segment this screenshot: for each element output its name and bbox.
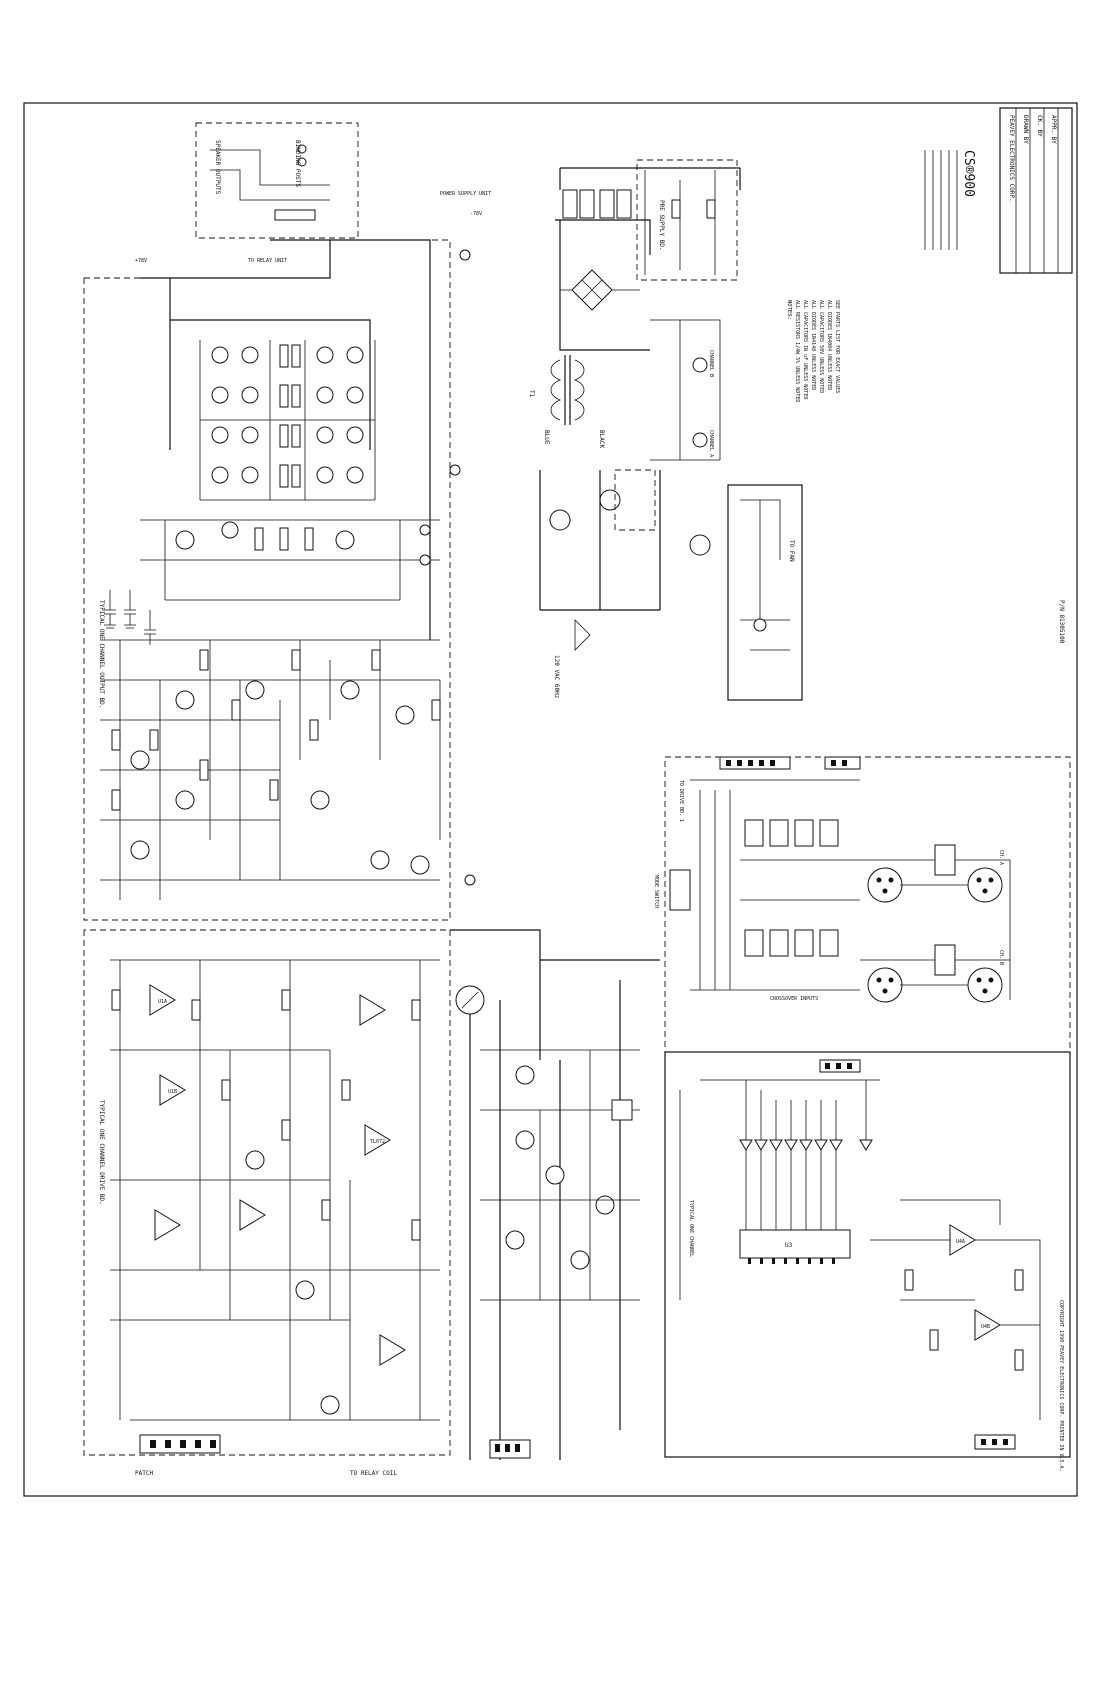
display-board-box	[664, 1051, 1071, 1458]
drive-transistors	[245, 1150, 340, 1415]
display-resistors	[904, 1269, 1024, 1371]
relay-coil-label: TO RELAY COIL	[350, 1470, 397, 1477]
notes-line: ALL DIODES 1N4148 UNLESS NOTED	[810, 300, 816, 390]
model-name: CS®900	[961, 150, 976, 197]
display-driver-transistors	[505, 1065, 615, 1270]
black-wire-label: BLACK	[598, 430, 605, 448]
checked-label: CK. BY	[1036, 115, 1043, 137]
transformer-label: T1	[528, 390, 535, 398]
mains-section	[549, 489, 711, 556]
xlr-connector-a	[867, 867, 903, 903]
notes-heading: NOTES:	[786, 300, 792, 320]
bias-transistor	[221, 521, 239, 539]
led-meter-array	[739, 1139, 873, 1151]
bridge-rectifier	[571, 269, 613, 311]
filter-capacitors	[562, 189, 632, 219]
xlr-connector-b	[867, 967, 903, 1003]
resistor-bank	[111, 649, 441, 811]
binding-posts-label: BINDING POSTS	[294, 140, 301, 187]
plus-rail-label: +78V	[135, 258, 147, 264]
driver-transistor	[335, 530, 355, 550]
drawn-label: DRAWN BY	[1022, 115, 1029, 144]
op-amp-label: U1A	[158, 999, 167, 1005]
notes-line: SEE PARTS LIST FOR EXACT VALUES	[834, 300, 840, 393]
power-supply-unit-label: POWER SUPPLY UNIT	[440, 191, 491, 197]
output-transistor-array	[211, 346, 364, 484]
input-jacks	[744, 819, 839, 957]
crossover-inputs-label: CROSSOVER INPUTS	[770, 996, 818, 1002]
speaker-outputs-box	[195, 122, 359, 239]
notes-line: ALL CAPACITORS IN uF UNLESS NOTED	[802, 300, 808, 399]
copyright-text: COPYRIGHT 1990 PEAVEY ELECTRONICS CORP. …	[1058, 1300, 1064, 1472]
xlr-connector-b2	[967, 967, 1003, 1003]
patch-label: PATCH	[135, 1470, 153, 1477]
minus-rail-label: -78V	[470, 211, 482, 217]
output-section-label: TYPICAL ONE CHANNEL OUTPUT BD.	[98, 600, 105, 708]
title-block	[999, 107, 1073, 274]
input-transformers	[934, 844, 956, 976]
xlr-connector-a2	[967, 867, 1003, 903]
led-driver-label: U3	[785, 1242, 793, 1249]
notes-line: ALL CAPACITORS 50V UNLESS NOTED	[818, 300, 824, 393]
thermal-breaker	[455, 985, 485, 1015]
pre-supply-label: PRE SUPPLY BD.	[658, 200, 665, 251]
display-section-label: TYPICAL ONE CHANNEL	[688, 1200, 694, 1257]
op-amp-label: TL072	[370, 1139, 385, 1145]
fan-label: TO FAN	[788, 540, 795, 562]
display-op-amp-label-2: U4B	[981, 1324, 990, 1330]
speaker-outputs-label: SPEAKER OUTPUTS	[214, 140, 221, 195]
display-op-amp-label: U4A	[956, 1239, 965, 1245]
bypass-caps	[104, 590, 156, 645]
drive-op-amps	[149, 984, 406, 1366]
revision-list	[924, 150, 958, 250]
mode-switch[interactable]	[669, 869, 691, 911]
driver-transistor	[175, 530, 195, 550]
mode-switch-label: MODE SWITCH	[653, 875, 659, 908]
channel-breakers	[692, 357, 708, 448]
power-transformer	[550, 355, 585, 425]
drive-resistors	[111, 989, 421, 1241]
notes-line: ALL DIODES 1N4004 UNLESS NOTED	[826, 300, 832, 390]
notes-line: ALL RESISTORS 1/4W 5% UNLESS NOTED	[794, 300, 800, 402]
drive-section-label: TYPICAL ONE CHANNEL DRIVE BD.	[98, 1100, 105, 1205]
company-name: PEAVEY ELECTRONICS CORP.	[1008, 115, 1015, 202]
input-channel-a-label: CH. A	[998, 850, 1004, 865]
ground-symbols	[419, 249, 476, 886]
blue-wire-label: BLUE	[543, 430, 550, 445]
emitter-resistors	[279, 344, 301, 488]
op-amp-label: U1B	[168, 1089, 177, 1095]
voltage-amp-stage	[130, 680, 430, 875]
channel-a-label: CHANNEL A	[708, 430, 714, 457]
binding-post-red	[297, 144, 307, 167]
to-relay-label: TO RELAY UNIT	[248, 258, 287, 264]
page-border	[23, 102, 1078, 1497]
channel-b-label: CHANNEL B	[708, 350, 714, 377]
mains-label: 120 VAC 60Hz	[553, 655, 560, 699]
pre-supply-box	[636, 159, 738, 281]
led-driver-ic	[739, 1229, 851, 1259]
input-board-box	[664, 756, 1071, 1053]
approved-label: APPR. BY	[1050, 115, 1057, 144]
input-channel-b-label: CH. B	[998, 950, 1004, 965]
part-number: P/N 81305100	[1058, 600, 1065, 644]
to-drive-label: TO DRIVE BD. 1	[678, 780, 684, 822]
fan-box	[727, 484, 803, 701]
